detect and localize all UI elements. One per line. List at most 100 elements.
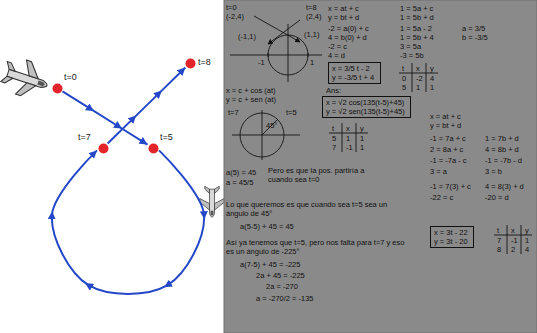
airplane-icon (0, 55, 52, 103)
equation: x = 3t - 22 (434, 228, 470, 237)
table-cell: 1 (416, 83, 420, 92)
table-cell: -2 (416, 74, 423, 83)
equation: x = √2 cos(135(t-5)+45) (326, 98, 407, 107)
table-cell: 1 (360, 143, 364, 152)
handwritten-note: -22 = c (430, 193, 453, 202)
handwritten-note: b = -3/5 (462, 33, 488, 42)
unit-circle (240, 113, 284, 157)
handwritten-note: -1 (258, 58, 265, 67)
handwritten-note: t=8 (306, 3, 317, 12)
table-cell: y (525, 226, 529, 235)
table-cell: x (416, 64, 420, 73)
equation: y = -3/5 t + 4 (332, 73, 377, 82)
white-ground (0, 0, 224, 333)
handwritten-note: Ans: (326, 86, 341, 95)
tick (268, 53, 269, 57)
handwritten-note: y = bt + d (430, 121, 461, 130)
handwritten-note: -3 = 5b (400, 51, 424, 60)
handwritten-note: -20 = d (485, 193, 509, 202)
handwritten-note: 1 (310, 58, 314, 67)
table-cell: t (332, 124, 334, 133)
handwritten-note: a = 3/5 (462, 24, 485, 33)
handwritten-note: 2 = 8a + c (430, 145, 463, 154)
time-label: t=7 (78, 132, 91, 142)
table-cell: 1 (346, 134, 350, 143)
red-dot (148, 143, 159, 154)
handwritten-note: y = c + sen (at) (226, 95, 276, 104)
time-label: t=5 (160, 132, 173, 142)
table-cell: t (497, 226, 499, 235)
handwritten-note: -2 = a(0) + c (328, 24, 369, 33)
handwritten-note: Pero es que la pos. partiría a cuando se… (268, 166, 378, 184)
answer-box: x = 3/5 t - 2y = -3/5 t + 4 (328, 62, 381, 84)
handwritten-note: a = -270/2 = -135 (256, 294, 314, 303)
red-dot (185, 58, 195, 68)
table-cell: x (346, 124, 350, 133)
flight-path (52, 150, 204, 294)
table-cell: 2 (511, 245, 515, 254)
table-cell: 4 (525, 245, 529, 254)
handwritten-note: 1 = 7b + d (485, 134, 519, 143)
table-rule (356, 123, 357, 152)
tick (308, 53, 309, 57)
equation: x = 3/5 t - 2 (332, 64, 377, 73)
handwritten-note: 1 = 5a - 2 (400, 24, 432, 33)
handwritten-note: 4 = 8(3) + d (485, 182, 524, 191)
handwritten-note: 4 = b(0) + d (328, 33, 367, 42)
handwritten-note: Así ya tenemos que t=5, pero nos falta p… (226, 238, 411, 256)
table-cell: 8 (497, 245, 501, 254)
path-sketch (254, 16, 300, 42)
red-dot (52, 83, 63, 94)
handwritten-note: (1,1) (304, 30, 319, 39)
handwritten-note: t=5 (286, 108, 297, 117)
table-rule (342, 123, 343, 152)
handwritten-note: a(7-5) + 45 = -225 (240, 260, 300, 269)
time-label: t=0 (64, 72, 77, 82)
path-sketch (268, 20, 300, 44)
table-rule (412, 63, 413, 92)
y-axis (288, 24, 289, 82)
table-cell: 7 (497, 236, 501, 245)
handwritten-note: t=7 (228, 108, 239, 117)
handwritten-note: x = at + c (430, 112, 461, 121)
handwritten-note: (2,4) (306, 12, 321, 21)
red-dot (98, 143, 108, 153)
handwritten-note: -1 = 7(3) + c (430, 182, 471, 191)
handwritten-note: Lo que queremos es que cuando sea t=5 se… (226, 200, 411, 218)
handwritten-note: -1 = 7a + c (430, 134, 466, 143)
table-cell: y (430, 64, 434, 73)
notebook-scan (224, 0, 537, 333)
answer-box: x = √2 cos(135(t-5)+45)y = √2 sen(135(t-… (322, 96, 411, 118)
answer-box: x = 3t - 22y = 3t - 20 (430, 226, 474, 248)
ink-sketches (230, 16, 532, 254)
table-cell: 4 (430, 74, 434, 83)
handwritten-note: 2a = -270 (266, 282, 298, 291)
handwritten-note: x = at + c (328, 4, 359, 13)
table-cell: 1 (525, 236, 529, 245)
time-point: t=0 (52, 83, 63, 94)
table-cell: -1 (346, 143, 353, 152)
table-cell: y (360, 124, 364, 133)
handwritten-note: a(5) = 45 (226, 168, 256, 177)
handwritten-note: 3 = 5a (400, 42, 421, 51)
handwritten-note: 2a + 45 = -225 (256, 271, 305, 280)
equation: y = 3t - 20 (434, 237, 470, 246)
handwritten-note: 4 = 8b + d (485, 145, 519, 154)
handwritten-note: 1 = 5b + d (400, 13, 434, 22)
table-cell: 0 (402, 74, 406, 83)
handwritten-note: -1 = -7a - c (430, 156, 466, 165)
handwritten-note: x = c + cos (at) (226, 86, 276, 95)
table-cell: 5 (402, 83, 406, 92)
table-cell: x (511, 226, 515, 235)
x-axis (232, 135, 300, 136)
handwritten-note: 3 = a (430, 167, 447, 176)
handwritten-note: -1 = -7b - d (485, 156, 522, 165)
table-cell: t (402, 64, 404, 73)
table-rule (507, 225, 508, 254)
red-dot (185, 58, 196, 69)
handwritten-note: a(5-5) + 45 = 45 (240, 222, 294, 231)
handwritten-note: a = 45/5 (226, 178, 253, 187)
unit-circle (268, 35, 308, 75)
handwritten-note: 1 = 5b + 4 (400, 33, 434, 42)
